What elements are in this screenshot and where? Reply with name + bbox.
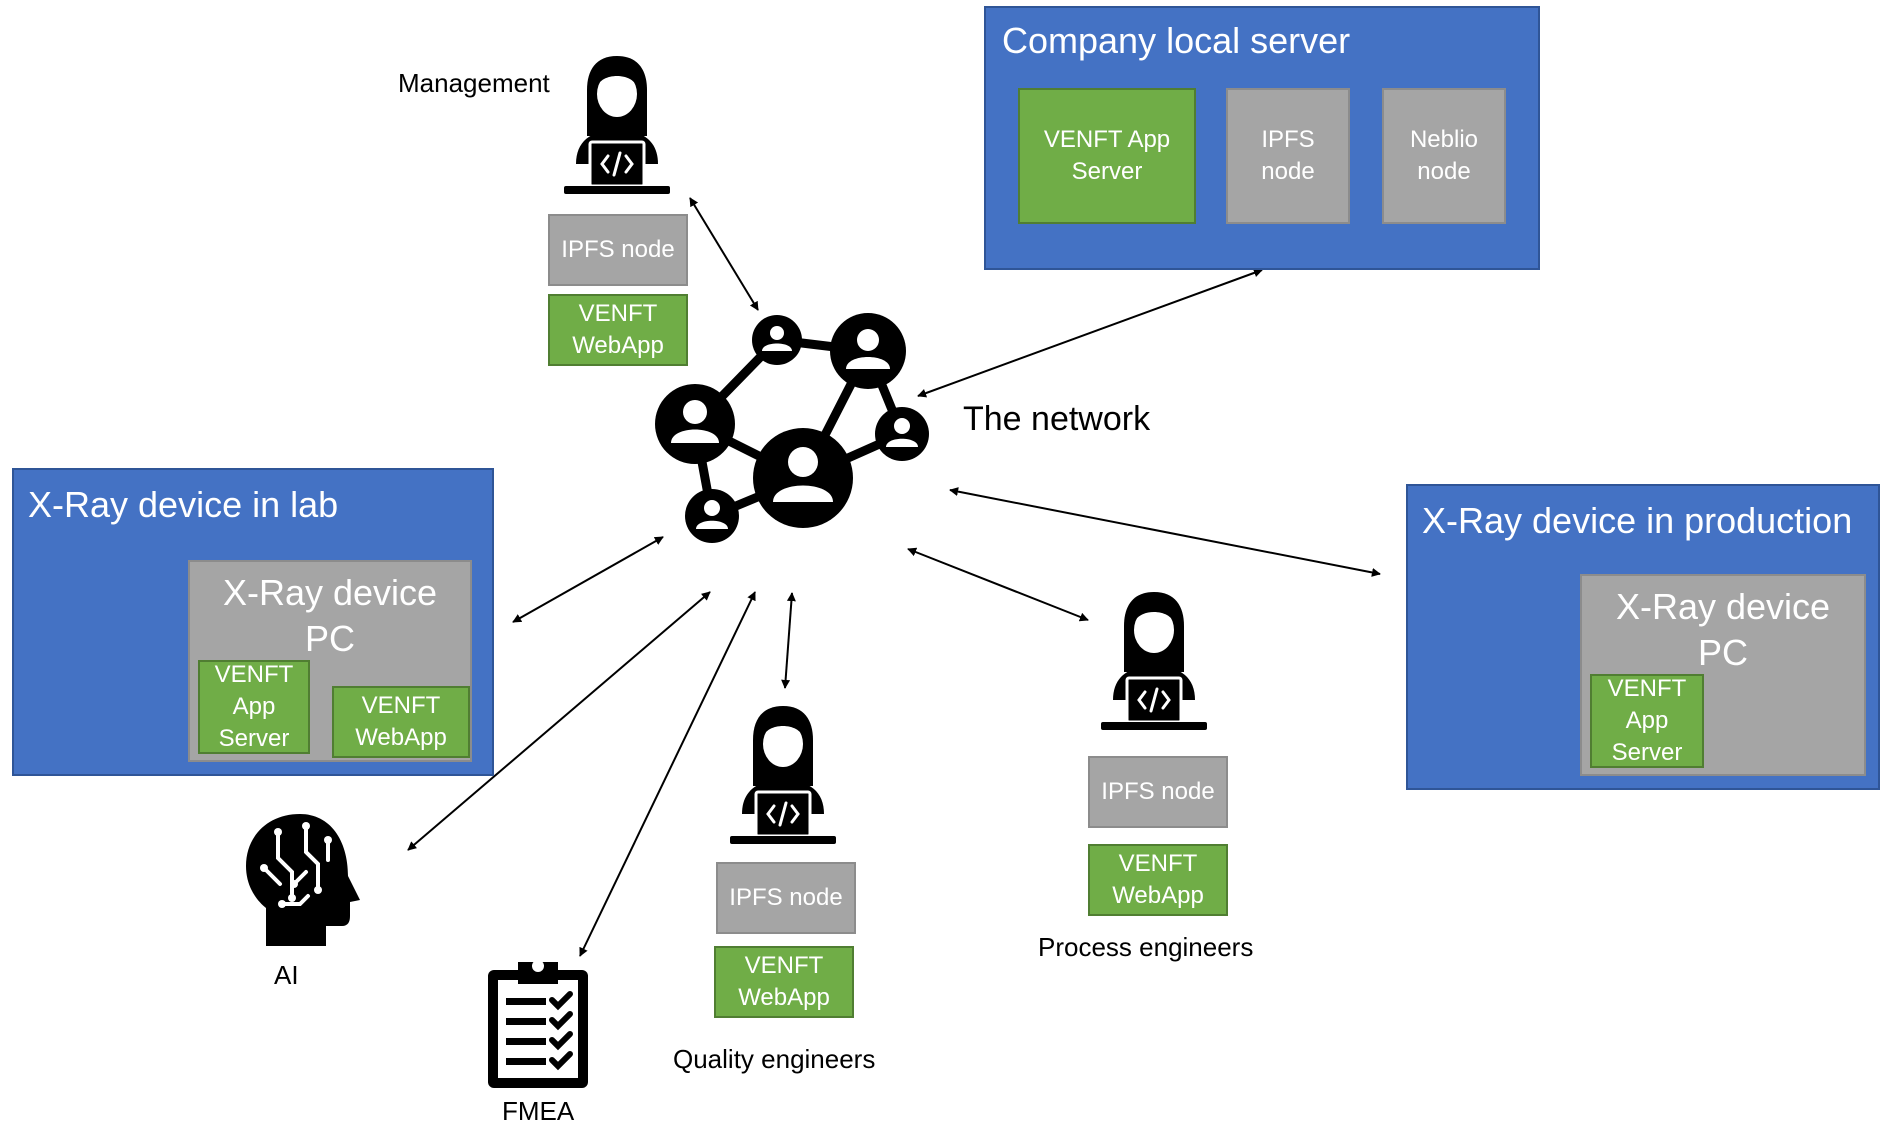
process-person-icon [1101, 592, 1207, 730]
arrow-ai [407, 591, 711, 851]
process-venft-webapp: VENFT WebApp [1088, 844, 1228, 916]
clipboard-checklist-icon [488, 960, 588, 1088]
xray-lab-pc-title: X-Ray device PC [222, 572, 438, 659]
management-person-icon [564, 56, 670, 194]
management-ipfs-label: IPFS node [561, 236, 675, 263]
xray-lab-app-server: VENFT App Server [198, 660, 310, 754]
xray-lab-panel: X-Ray device in lab X-Ray device PC VENF… [12, 468, 494, 776]
company-server-title: Company local server [1002, 20, 1351, 61]
management-ipfs-node: IPFS node [548, 214, 688, 286]
company-server-panel: Company local server VENFT App Server IP… [984, 6, 1540, 270]
ai-label: AI [274, 960, 299, 990]
quality-ipfs-label: IPFS node [729, 884, 843, 911]
quality-venft-webapp: VENFT WebApp [714, 946, 854, 1018]
ipfs-node-box: IPFS node [1226, 88, 1350, 224]
fmea-label: FMEA [502, 1096, 575, 1126]
arrow-management [689, 197, 759, 311]
venft-app-server-box: VENFT App Server [1018, 88, 1196, 224]
brain-head-icon [246, 814, 360, 946]
quality-person-icon [730, 706, 836, 844]
arrow-company-server [917, 268, 1263, 398]
network-people-icon [655, 313, 929, 543]
xray-lab-pc-box: X-Ray device PC VENFT App Server VENFT W… [188, 560, 472, 762]
neblio-node-label: Neblio node [1409, 126, 1479, 185]
network-label: The network [963, 400, 1151, 438]
process-engineers-label: Process engineers [1038, 932, 1254, 962]
xray-production-app-server: VENFT App Server [1590, 674, 1704, 768]
management-label: Management [398, 68, 550, 98]
xray-production-pc-title: X-Ray device PC [1615, 586, 1831, 673]
xray-production-app-server-label: VENFT App Server [1607, 675, 1687, 766]
xray-lab-app-server-label: VENFT App Server [214, 661, 294, 752]
arrow-xray-production [949, 487, 1381, 577]
management-venft-webapp: VENFT WebApp [548, 294, 688, 366]
quality-engineers-label: Quality engineers [673, 1044, 876, 1074]
xray-lab-title: X-Ray device in lab [28, 484, 339, 525]
quality-webapp-label: VENFT WebApp [738, 952, 830, 1011]
xray-lab-webapp-label: VENFT WebApp [355, 692, 447, 751]
arrow-xray-lab [512, 536, 664, 623]
xray-production-pc-box: X-Ray device PC VENFT App Server [1580, 574, 1866, 776]
arrow-process-engineers [907, 547, 1089, 622]
ipfs-node-label: IPFS node [1261, 126, 1315, 185]
neblio-node-box: Neblio node [1382, 88, 1506, 224]
quality-ipfs-node: IPFS node [716, 862, 856, 934]
venft-app-server-label: VENFT App Server [1043, 126, 1171, 185]
xray-lab-webapp: VENFT WebApp [332, 686, 470, 758]
process-webapp-label: VENFT WebApp [1112, 850, 1204, 909]
process-ipfs-node: IPFS node [1088, 756, 1228, 828]
management-webapp-label: VENFT WebApp [572, 300, 664, 359]
process-ipfs-label: IPFS node [1101, 778, 1215, 805]
xray-production-panel: X-Ray device in production X-Ray device … [1406, 484, 1880, 790]
arrow-quality-engineers [781, 592, 796, 689]
xray-production-title: X-Ray device in production [1422, 500, 1853, 541]
